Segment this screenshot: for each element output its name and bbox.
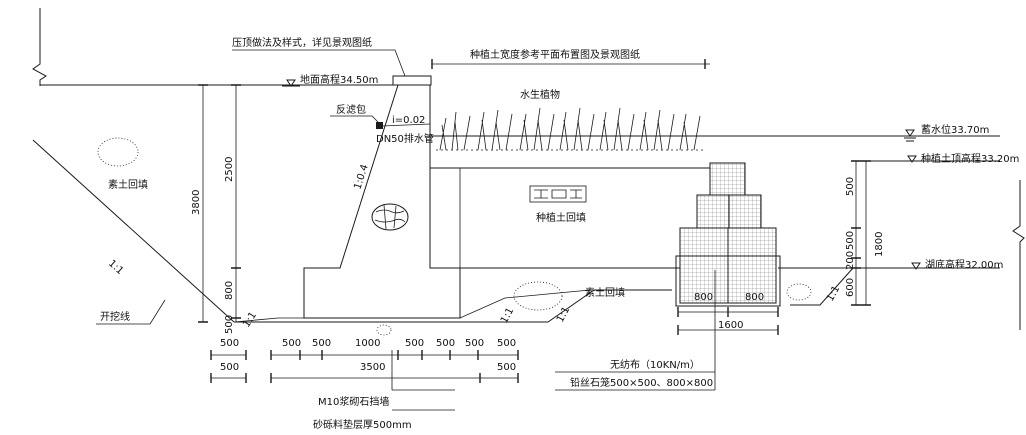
dim-500-left: 500 [224, 315, 235, 334]
slope-right-label: 1:1 [825, 284, 842, 303]
left-break-line [32, 8, 47, 86]
dim-bottom-500-left2: 500 [220, 362, 239, 373]
dim-500-right-top: 500 [845, 177, 856, 196]
drain-pipe-label: DN50排水管 [376, 132, 434, 145]
ground-level-label: 地面高程34.50m [300, 73, 378, 86]
coping-cap [392, 75, 432, 86]
right-break-line [1012, 180, 1025, 330]
excavation-line-label: 开挖线 [100, 310, 130, 323]
aquatic-plants [436, 107, 704, 151]
dim-gabion-800-a: 800 [694, 292, 713, 303]
slope-i-label: i=0.02 [392, 115, 425, 126]
top-dimension-line [431, 59, 710, 69]
filter-bag-mark [376, 122, 383, 129]
dim-bottom-500-b: 500 [312, 338, 331, 349]
slope-left-label: 1:1 [106, 258, 125, 277]
dim-2500: 2500 [224, 157, 235, 182]
dim-200-right: 200 [845, 251, 856, 270]
dim-bottom-500-left1: 500 [220, 338, 239, 349]
aquatic-plants-label: 水生植物 [520, 88, 560, 101]
planting-width-note: 种植土宽度参考平面布置图及景观图纸 [470, 48, 640, 61]
dim-bottom-3500: 3500 [360, 362, 385, 373]
dim-bottom-500-c: 500 [405, 338, 424, 349]
soil-top-label: 种植土顶高程33.20m [921, 152, 1019, 165]
retaining-wall [303, 84, 461, 319]
dim-800: 800 [224, 281, 235, 300]
dim-3800: 3800 [191, 190, 202, 215]
slope-trench-b-label: 1:1 [555, 305, 572, 324]
dim-gabion-1600: 1600 [718, 320, 743, 331]
dim-bottom-500-f: 500 [497, 338, 516, 349]
masonry-stone-symbol [371, 203, 409, 231]
dim-bottom-1000: 1000 [355, 338, 380, 349]
planting-fill-label: 种植土回填 [536, 211, 586, 224]
right-bottom-line [790, 267, 854, 306]
dim-bottom-500-a: 500 [282, 338, 301, 349]
dim-gabion-800-b: 800 [745, 292, 764, 303]
water-level-label: 蓄水位33.70m [921, 123, 989, 136]
gravel-cushion-label: 砂砾料垫层厚500mm [313, 418, 412, 431]
bottom-dimension-lines [210, 350, 519, 383]
excavation-bottom-line [234, 289, 672, 323]
lake-bottom-label: 湖底高程32.00m [925, 258, 1003, 271]
drain-pipe-line [381, 123, 431, 127]
dim-bottom-500-d: 500 [436, 338, 455, 349]
elevation-markers [282, 79, 921, 270]
wall-slope-label: 1:0.4 [352, 163, 370, 191]
right-dimension-lines [851, 160, 871, 306]
labels: 压顶做法及样式，详见景观图纸 种植土宽度参考平面布置图及景观图纸 地面高程34.… [100, 36, 1019, 431]
geotextile-label: 无纺布（10KN/m） [610, 358, 700, 371]
dim-bottom-500-right2: 500 [497, 362, 516, 373]
gravel-cushion-line [233, 289, 591, 323]
filter-bag-label: 反滤包 [336, 103, 366, 116]
slope-trench-a-label: 1:1 [499, 306, 516, 325]
leader-lines [96, 49, 716, 411]
plain-fill-left-label: 素土回填 [108, 178, 148, 191]
retaining-wall-label: M10浆砌石挡墙 [318, 395, 389, 408]
dim-1800-right: 1800 [874, 232, 885, 257]
slope-footing-label: 1:1 [241, 310, 259, 329]
gabion-label: 铅丝石笼500×500、800×800 [570, 376, 713, 389]
plain-fill-mid-label: 素土回填 [585, 286, 625, 299]
gabion-stack [675, 162, 781, 307]
dim-500-right-mid: 500 [845, 231, 856, 250]
excavation-slope-line [32, 139, 235, 323]
gabion-dimension-lines [677, 307, 779, 335]
coping-note: 压顶做法及样式，详见景观图纸 [232, 36, 372, 49]
fill-texture [97, 137, 812, 336]
left-dimension-lines [198, 84, 241, 323]
dim-bottom-500-e: 500 [465, 338, 484, 349]
planting-sign-icon [529, 185, 587, 203]
dim-600-right: 600 [845, 278, 856, 297]
